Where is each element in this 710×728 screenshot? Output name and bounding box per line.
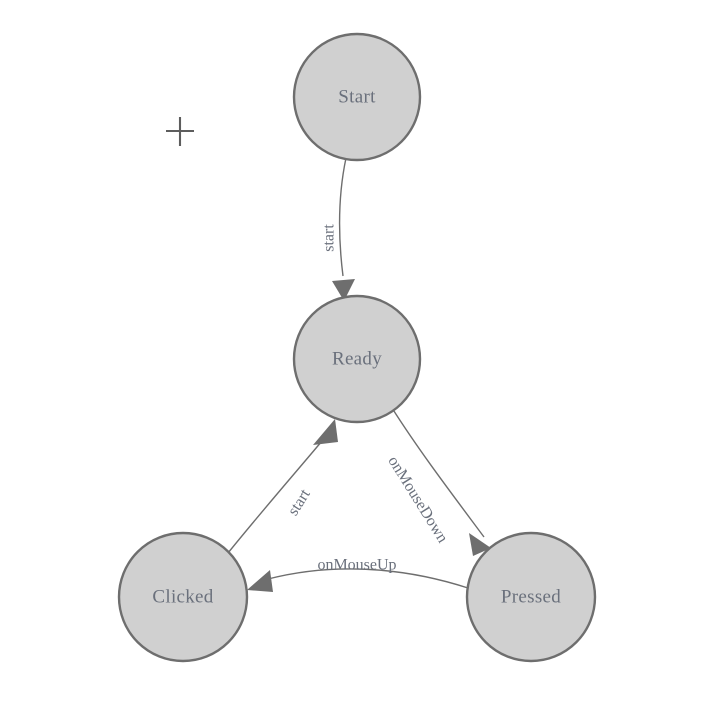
node-pressed[interactable]: Pressed <box>465 531 597 663</box>
node-shape[interactable] <box>292 32 422 162</box>
node-label-ready: Ready <box>332 348 382 369</box>
arrowhead-icon <box>247 570 273 592</box>
node-start[interactable]: Start <box>292 32 422 162</box>
node-ready[interactable]: Ready <box>292 294 422 424</box>
edge-start-to-ready[interactable]: start <box>321 157 355 301</box>
edge-label-start-clicked: start <box>285 486 314 519</box>
edge-path <box>391 407 485 538</box>
arrowhead-icon <box>469 533 491 556</box>
edge-label-onmouseup: onMouseUp <box>317 557 396 574</box>
node-shape[interactable] <box>292 294 422 424</box>
edge-label-onmousedown: onMouseDown <box>384 453 451 546</box>
edge-label-start-ready: start <box>321 224 338 252</box>
node-clicked[interactable]: Clicked <box>117 531 249 663</box>
edge-ready-to-pressed[interactable]: onMouseDown <box>384 407 491 556</box>
node-shape[interactable] <box>465 531 597 663</box>
arrowhead-icon <box>332 279 355 301</box>
edge-path <box>267 568 469 589</box>
crosshair-icon[interactable] <box>166 117 194 146</box>
edge-path <box>338 157 347 277</box>
node-label-start: Start <box>338 86 376 107</box>
edge-clicked-to-ready[interactable]: start <box>227 419 338 554</box>
edge-pressed-to-clicked[interactable]: onMouseUp <box>247 557 469 592</box>
edge-path <box>227 440 323 554</box>
node-label-pressed: Pressed <box>501 586 561 607</box>
node-shape[interactable] <box>117 531 249 663</box>
arrowhead-icon <box>313 419 338 445</box>
node-label-clicked: Clicked <box>152 586 213 607</box>
